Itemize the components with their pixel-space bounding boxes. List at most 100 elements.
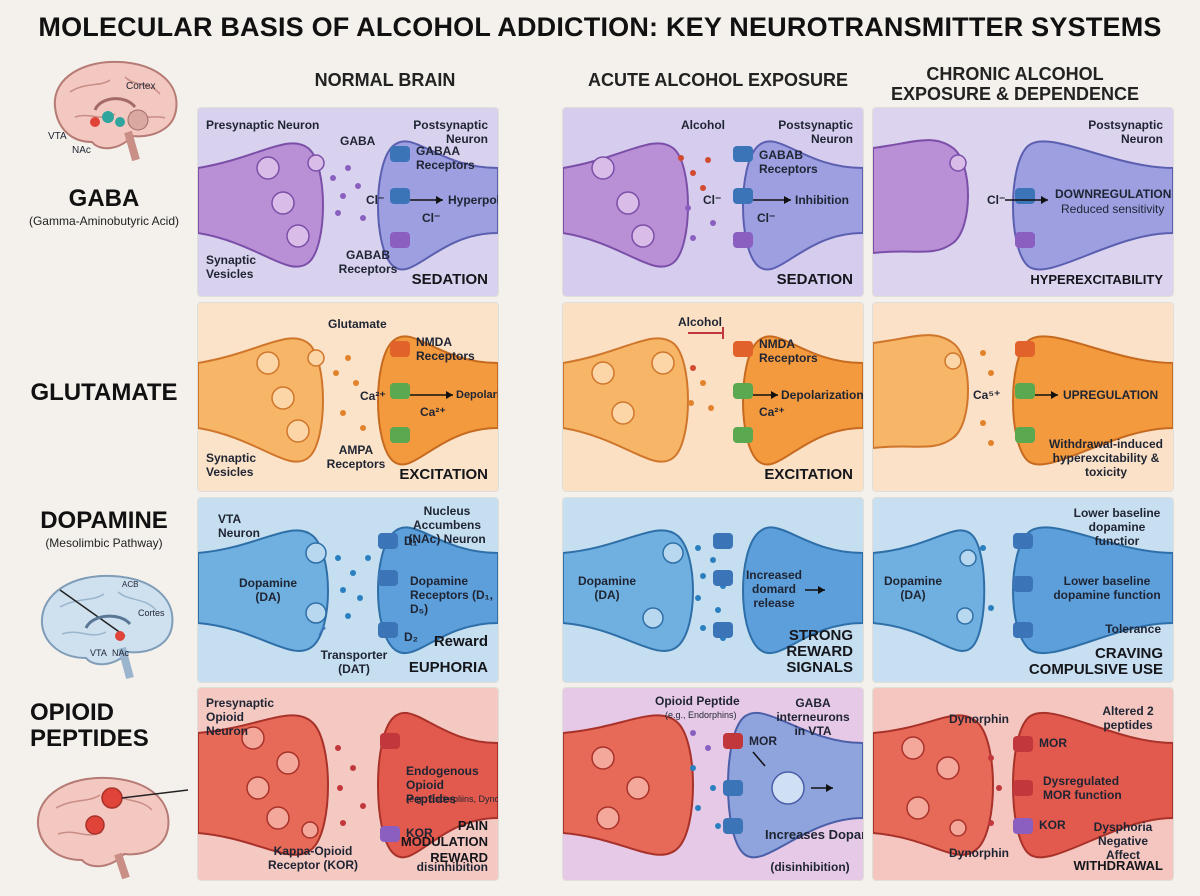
opioid-normal-kor: KOR bbox=[406, 826, 433, 840]
row-sub-dopamine: (Mesolimbic Pathway) bbox=[45, 536, 163, 550]
synapse-dopamine-normal bbox=[198, 498, 498, 682]
column-header-acute: ACUTE ALCOHOL EXPOSURE bbox=[587, 70, 849, 90]
dopamine-normal-reward: Reward bbox=[433, 633, 488, 650]
panel-dopamine-normal: VTA Neuron Nucleus Accumbens (NAc) Neuro… bbox=[198, 498, 498, 682]
glutamate-chronic-result: UPREGULATION bbox=[1063, 388, 1159, 402]
row-label-opioid: OPIOID PEPTIDES bbox=[30, 700, 160, 752]
glutamate-acute-effect: EXCITATION bbox=[764, 466, 853, 483]
panel-glutamate-normal: Glutamate NMDA Receptors Ca²⁺ Ca²⁺ Depol… bbox=[198, 303, 498, 491]
opioid-normal-effect-sub: disinhibition bbox=[416, 860, 488, 874]
row-label-dopamine: DOPAMINE (Mesolimbic Pathway) bbox=[18, 507, 190, 551]
opioid-normal-peptides: Endogenous Opioid Peptides bbox=[406, 764, 479, 806]
brain-thumbnail-dopamine: Cortes VTA NAc ACB bbox=[30, 562, 190, 682]
opioid-normal-pre: Presynaptic Opioid Neuron bbox=[206, 696, 275, 738]
synapse-glutamate-chronic bbox=[873, 303, 1173, 491]
gaba-normal-cl2: Cl⁻ bbox=[422, 211, 441, 225]
gaba-normal-result: Hyperpolarization bbox=[448, 193, 498, 207]
opioid-acute-mor: MOR bbox=[749, 734, 777, 748]
dopamine-normal-d2: D₂ bbox=[404, 630, 418, 644]
dopamine-normal-post: Nucleus Accumbens (NAc) Neuron bbox=[408, 504, 486, 546]
gaba-acute-rec: GABAB Receptors bbox=[759, 148, 818, 176]
panel-dopamine-chronic: Dopamine (DA) Lower baseline dopamine fu… bbox=[873, 498, 1173, 682]
brain-label-vta: VTA bbox=[48, 131, 67, 142]
column-header-normal: NORMAL BRAIN bbox=[314, 70, 456, 90]
glutamate-chronic-ca: Ca⁵⁺ bbox=[973, 388, 1001, 402]
glutamate-normal-nt: Glutamate bbox=[328, 317, 387, 331]
opioid-chronic-dysreg: Dysregulated MOR function bbox=[1043, 774, 1122, 802]
page-title: MOLECULAR BASIS OF ALCOHOL ADDICTION: KE… bbox=[38, 12, 1162, 42]
glutamate-normal-result: Depolarization bbox=[456, 389, 498, 401]
opioid-acute-gaba: GABA interneurons in VTA bbox=[776, 696, 850, 738]
dopamine-brain-nac: NAc bbox=[112, 648, 130, 658]
glutamate-normal-vesicles: Synaptic Vesicles bbox=[206, 451, 257, 479]
glutamate-chronic-effect: Withdrawal-induced hyperexcitability & t… bbox=[1049, 437, 1163, 479]
gaba-normal-post: Postsynaptic Neuron bbox=[413, 118, 488, 146]
gaba-normal-cl1: Cl⁻ bbox=[366, 193, 385, 207]
gaba-chronic-result: DOWNREGULATION bbox=[1055, 187, 1172, 201]
gaba-acute-result: Inhibition bbox=[795, 193, 849, 207]
dopamine-normal-rec: Dopamine Receptors (D₁, D₅) bbox=[410, 574, 493, 616]
panel-gaba-chronic: Postsynaptic Neuron Cl⁻ DOWNREGULATION R… bbox=[873, 108, 1173, 296]
dopamine-brain-vta: VTA bbox=[90, 648, 107, 658]
glutamate-normal-effect: EXCITATION bbox=[399, 466, 488, 483]
dopamine-chronic-da: Dopamine (DA) bbox=[883, 574, 942, 602]
row-label-gaba: GABA (Gamma-Aminobutyric Acid) bbox=[18, 185, 190, 229]
synapse-opioid-chronic bbox=[873, 688, 1173, 880]
gaba-acute-cl1: Cl⁻ bbox=[703, 193, 722, 207]
gaba-acute-cl2: Cl⁻ bbox=[757, 211, 776, 225]
dopamine-chronic-top: Lower baseline dopamine functior bbox=[1073, 506, 1161, 548]
synapse-gaba-chronic bbox=[873, 108, 1173, 296]
row-sub-gaba: (Gamma-Aminobutyric Acid) bbox=[28, 214, 180, 228]
glutamate-normal-ca2: Ca²⁺ bbox=[420, 405, 446, 419]
brain-label-cortex: Cortex bbox=[126, 81, 156, 92]
gaba-normal-rec-a: GABAA Receptors bbox=[416, 144, 475, 172]
dopamine-acute-effect: STRONG REWARD SIGNALS bbox=[786, 627, 853, 676]
synapse-opioid-normal bbox=[198, 688, 498, 880]
glutamate-normal-rec-b: AMPA Receptors bbox=[326, 443, 386, 471]
gaba-chronic-post: Postsynaptic Neuron bbox=[1088, 118, 1163, 146]
gaba-chronic-cl: Cl⁻ bbox=[987, 193, 1006, 207]
row-name-gaba: GABA bbox=[68, 185, 140, 212]
dopamine-normal-da: Dopamine (DA) bbox=[238, 576, 297, 604]
synapse-glutamate-acute bbox=[563, 303, 863, 491]
glutamate-acute-agent: Alcohol bbox=[678, 315, 722, 329]
opioid-acute-peptide-eg: (e.g., Endorphins) bbox=[665, 710, 737, 720]
glutamate-acute-ca1: Ca²⁺ bbox=[759, 405, 785, 419]
panel-dopamine-acute: Dopamine (DA) Increased domard release S… bbox=[563, 498, 863, 682]
glutamate-normal-ca1: Ca²⁺ bbox=[360, 389, 386, 403]
opioid-chronic-dyn1: Dynorphin bbox=[949, 712, 1009, 726]
opioid-normal-effect: PAIN MODULATION REWARD bbox=[400, 818, 488, 865]
dopamine-normal-transporter: Transporter (DAT) bbox=[320, 648, 388, 676]
row-name-dopamine: DOPAMINE bbox=[40, 507, 168, 534]
gaba-chronic-result-sub: Reduced sensitivity bbox=[1061, 202, 1165, 216]
synapse-gaba-acute bbox=[563, 108, 863, 296]
dopamine-brain-cortex: Cortes bbox=[138, 608, 165, 618]
gaba-normal-effect: SEDATION bbox=[411, 271, 488, 288]
gaba-chronic-effect: HYPEREXCITABILITY bbox=[1030, 272, 1163, 287]
gaba-normal-nt: GABA bbox=[340, 134, 376, 148]
brain-thumbnail-top: Cortex VTA NAc bbox=[40, 52, 190, 162]
panel-opioid-chronic: Dynorphin Altered 2 peptides MOR Dysregu… bbox=[873, 688, 1173, 880]
gaba-normal-rec-b: GABAB Receptors bbox=[338, 248, 398, 276]
opioid-chronic-kor: KOR bbox=[1039, 818, 1066, 832]
glutamate-acute-rec: NMDA Receptors bbox=[759, 337, 818, 365]
synapse-gaba-normal bbox=[198, 108, 498, 296]
dopamine-normal-d1: D₁ bbox=[404, 534, 418, 548]
dopamine-chronic-mid: Lower baseline dopamine function bbox=[1053, 574, 1161, 602]
gaba-acute-effect: SEDATION bbox=[776, 271, 853, 288]
dopamine-brain-top: ACB bbox=[122, 580, 139, 589]
opioid-chronic-altered: Altered 2 peptides bbox=[1102, 704, 1154, 732]
glutamate-acute-result: Depolarization bbox=[781, 388, 863, 402]
gaba-acute-agent: Alcohol bbox=[681, 118, 725, 132]
brain-label-nac: NAc bbox=[72, 145, 91, 156]
opioid-chronic-effect: WITHDRAWAL bbox=[1073, 858, 1163, 873]
dopamine-chronic-tol: Tolerance bbox=[1105, 622, 1161, 636]
dopamine-normal-effect: EUPHORIA bbox=[408, 659, 488, 676]
opioid-normal-peptides-eg: (e.g., Endorpliins, Dynorphins) bbox=[406, 794, 498, 804]
dopamine-acute-da: Dopamine (DA) bbox=[577, 574, 636, 602]
panel-glutamate-acute: Alcohol NMDA Receptors Ca²⁺ Depolarizati… bbox=[563, 303, 863, 491]
opioid-acute-peptide: Opioid Peptide bbox=[655, 694, 740, 708]
row-name-opioid: OPIOID PEPTIDES bbox=[30, 699, 149, 752]
dopamine-chronic-effect: CRAVING COMPULSIVE USE bbox=[1028, 645, 1163, 678]
glutamate-normal-rec-a: NMDA Receptors bbox=[416, 335, 475, 363]
